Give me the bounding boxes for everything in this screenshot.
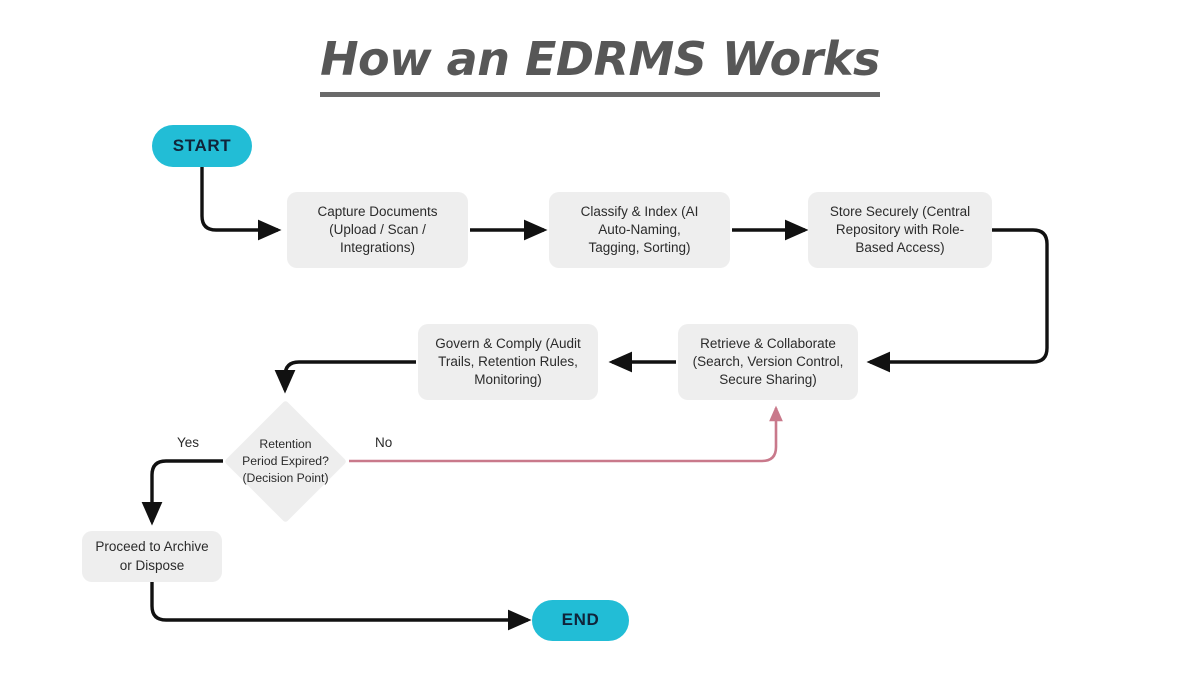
- edge-archive-to-end: [150, 582, 532, 631]
- node-capture-line-3: Integrations): [339, 240, 416, 256]
- node-classify-line-3: Tagging, Sorting): [588, 240, 691, 256]
- node-store-securely[interactable]: Store Securely (Central Repository with …: [808, 192, 992, 268]
- decision-label: Retention Period Expired? (Decision Poin…: [242, 418, 329, 505]
- node-decision-line-1: Retention: [259, 436, 312, 451]
- node-capture-line-2: (Upload / Scan /: [329, 221, 426, 237]
- edge-decision-yes-to-archive: [141, 459, 223, 526]
- node-retrieve-line-2: (Search, Version Control,: [692, 353, 844, 369]
- page-title: How an EDRMS Works: [0, 32, 1200, 97]
- node-decision-line-2: Period Expired?: [242, 453, 329, 468]
- node-govern-line-1: Govern & Comply (Audit: [435, 335, 581, 351]
- node-store-line-2: Repository with Role-: [835, 221, 965, 237]
- node-archive-dispose[interactable]: Proceed to Archive or Dispose: [82, 531, 222, 582]
- node-decision-line-3: (Decision Point): [242, 471, 329, 486]
- node-start[interactable]: START: [152, 125, 252, 167]
- node-capture-line-1: Capture Documents: [317, 203, 438, 219]
- node-start-label: START: [172, 135, 232, 155]
- node-classify-line-1: Classify & Index (AI: [580, 203, 699, 219]
- node-decision-retention[interactable]: Retention Period Expired? (Decision Poin…: [223, 399, 348, 524]
- node-retrieve-line-3: Secure Sharing): [719, 372, 817, 388]
- edge-label-no: No: [375, 435, 393, 450]
- node-end-label: END: [561, 610, 600, 630]
- edge-decision-no-to-retrieve: [349, 405, 783, 463]
- page-title-text: How an EDRMS Works: [320, 32, 880, 97]
- edge-govern-to-decision: [274, 360, 416, 394]
- edge-label-yes: Yes: [177, 435, 200, 450]
- node-archive-line-1: Proceed to Archive: [95, 539, 209, 555]
- node-store-line-3: Based Access): [855, 240, 945, 256]
- node-retrieve-collaborate[interactable]: Retrieve & Collaborate (Search, Version …: [678, 324, 858, 400]
- node-classify-index[interactable]: Classify & Index (AI Auto-Naming, Taggin…: [549, 192, 730, 268]
- node-end[interactable]: END: [532, 600, 629, 641]
- node-store-line-1: Store Securely (Central: [829, 203, 971, 219]
- edge-start-to-capture: [200, 167, 282, 241]
- node-govern-line-3: Monitoring): [474, 372, 542, 388]
- node-capture-documents[interactable]: Capture Documents (Upload / Scan / Integ…: [287, 192, 468, 268]
- node-govern-line-2: Trails, Retention Rules,: [438, 353, 578, 369]
- node-govern-comply[interactable]: Govern & Comply (Audit Trails, Retention…: [418, 324, 598, 400]
- node-archive-line-2: or Dispose: [119, 557, 185, 573]
- node-classify-line-2: Auto-Naming,: [598, 221, 681, 237]
- node-retrieve-line-1: Retrieve & Collaborate: [700, 335, 836, 351]
